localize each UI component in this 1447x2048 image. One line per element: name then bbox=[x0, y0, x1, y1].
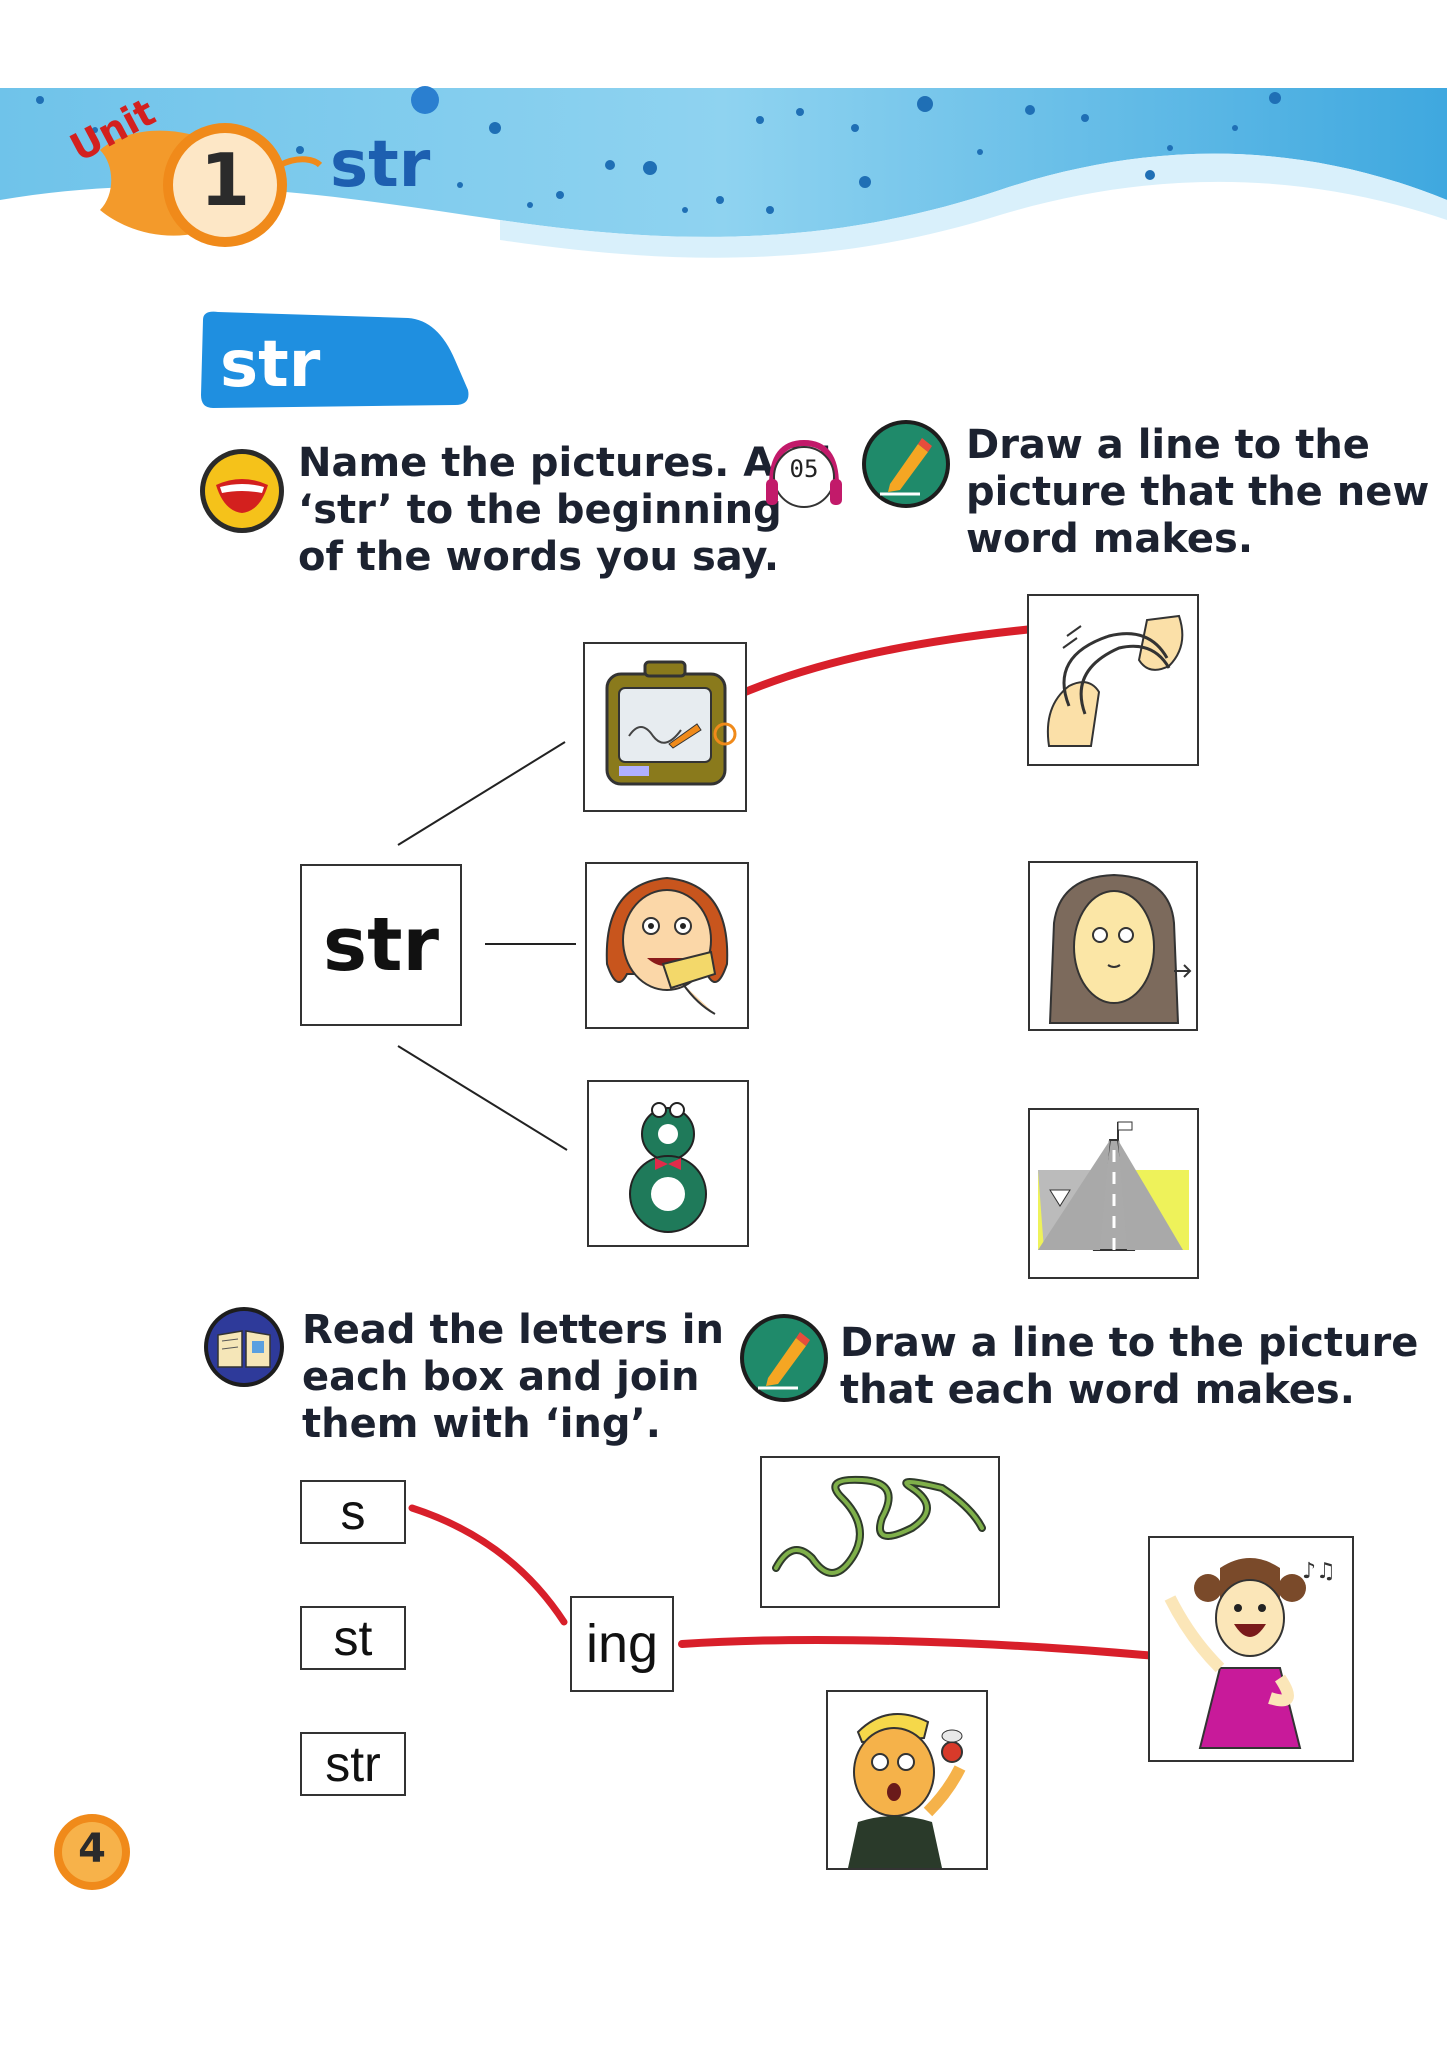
instruction-line: word makes. bbox=[966, 516, 1254, 562]
string-picture[interactable] bbox=[760, 1456, 1000, 1608]
straight-road-picture[interactable] bbox=[1028, 1108, 1199, 1279]
instruction-line: them with ‘ing’. bbox=[302, 1401, 661, 1447]
unit-title: str bbox=[330, 128, 431, 202]
activity2-instruction-right: Draw a line to the picture that each wor… bbox=[840, 1320, 1418, 1414]
stretch-band-picture[interactable] bbox=[1027, 594, 1199, 766]
answer-line-red-1 bbox=[734, 624, 1047, 699]
answer-line-red-3 bbox=[678, 1636, 1159, 1660]
instruction-line: of the words you say. bbox=[298, 534, 780, 580]
activity1-instruction-left: Name the pictures. Add ‘str’ to the begi… bbox=[298, 440, 832, 581]
activity1-instruction-right: Draw a line to the picture that the new … bbox=[966, 422, 1429, 563]
easel-drawing-picture[interactable] bbox=[583, 642, 747, 812]
letter-box-st: st bbox=[300, 1606, 406, 1670]
svg-text:♪♫: ♪♫ bbox=[1302, 1559, 1336, 1584]
girl-eating-picture[interactable] bbox=[585, 862, 749, 1029]
stung-boy-picture[interactable] bbox=[826, 1690, 988, 1870]
page-number: 4 bbox=[78, 1826, 106, 1872]
instruction-line: that each word makes. bbox=[840, 1367, 1355, 1413]
singing-girl-picture[interactable]: ♪♫ bbox=[1148, 1536, 1354, 1762]
letter-box-str: str bbox=[300, 1732, 406, 1796]
headphones-audio-icon[interactable] bbox=[762, 435, 846, 519]
reading-book-icon bbox=[204, 1307, 284, 1387]
instruction-line: Draw a line to the picture bbox=[840, 1320, 1419, 1366]
pencil-draw-icon bbox=[862, 420, 950, 508]
audio-track-number: 05 bbox=[789, 455, 819, 483]
instruction-line: Name the pictures. Add bbox=[298, 440, 832, 486]
instruction-line: picture that the new bbox=[966, 469, 1430, 515]
connector-line-top bbox=[397, 741, 566, 846]
instruction-line: each box and join bbox=[302, 1354, 700, 1400]
unit-badge bbox=[100, 123, 323, 247]
suffix-box-ing: ing bbox=[570, 1596, 674, 1692]
connector-line-bottom bbox=[397, 1045, 568, 1151]
pencil-draw-icon bbox=[740, 1314, 828, 1402]
center-letters-box: str bbox=[300, 864, 462, 1026]
instruction-line: Read the letters in bbox=[302, 1307, 724, 1353]
activity2-instruction-left: Read the letters in each box and join th… bbox=[302, 1307, 724, 1448]
straight-hair-picture[interactable] bbox=[1028, 861, 1198, 1031]
section-label: str bbox=[220, 328, 321, 402]
answer-line-red-2 bbox=[408, 1504, 568, 1626]
number-eight-picture[interactable] bbox=[587, 1080, 749, 1247]
letter-box-s: s bbox=[300, 1480, 406, 1544]
instruction-line: Draw a line to the bbox=[966, 422, 1370, 468]
page-number-badge bbox=[54, 1814, 130, 1890]
instruction-line: ‘str’ to the beginning bbox=[298, 487, 782, 533]
section-label-background bbox=[201, 311, 469, 408]
speaking-icon bbox=[200, 449, 284, 533]
unit-number: 1 bbox=[199, 138, 251, 222]
